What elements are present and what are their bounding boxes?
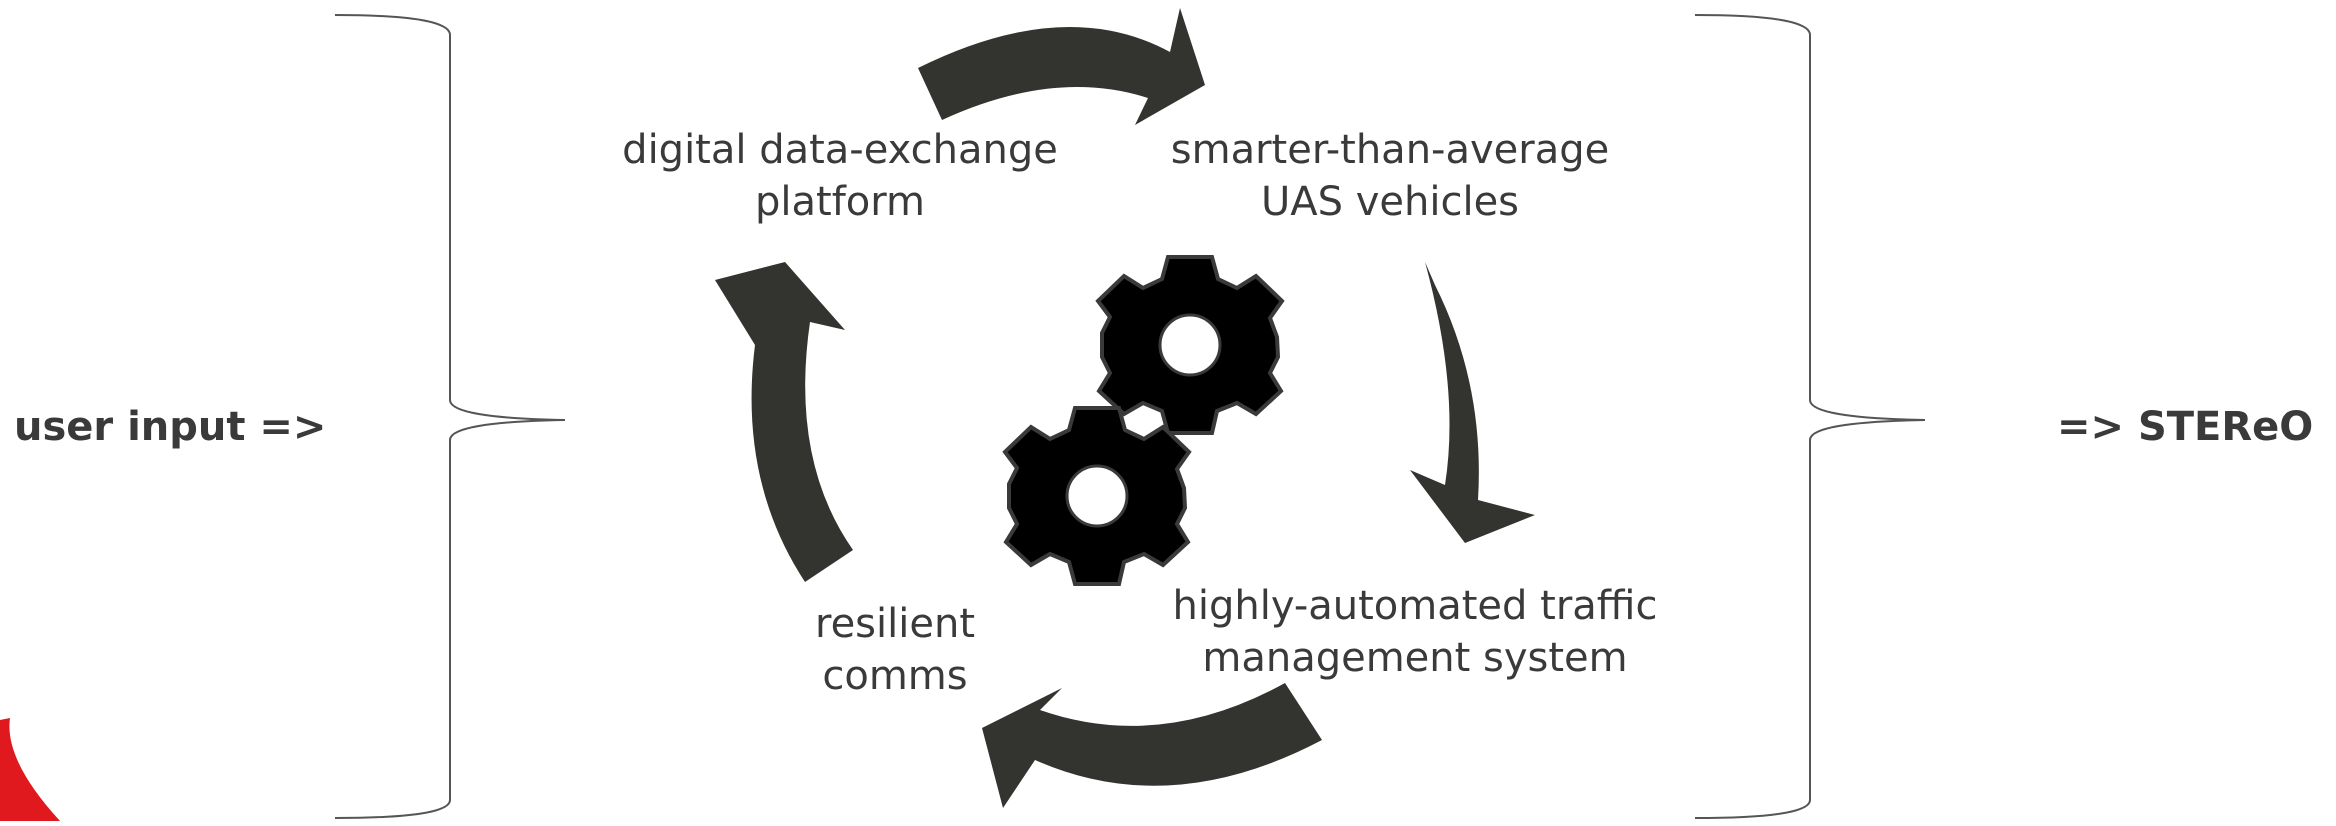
node-line: highly-automated traffic xyxy=(1172,583,1658,629)
arrow-top xyxy=(918,8,1205,125)
output-label-text: => STEReO xyxy=(2057,404,2314,450)
node-line: comms xyxy=(822,653,968,699)
input-label-text: user input => xyxy=(14,404,327,450)
node-label-uas-vehicles: smarter-than-average UAS vehicles xyxy=(1160,124,1620,228)
gear-icon-lower xyxy=(1002,406,1192,586)
node-label-traffic-management: highly-automated traffic management syst… xyxy=(1155,580,1675,684)
node-line: digital data-exchange xyxy=(622,127,1058,173)
node-label-resilient-comms: resilient comms xyxy=(755,598,1035,702)
node-line: smarter-than-average xyxy=(1170,127,1610,173)
node-line: platform xyxy=(755,179,925,225)
arrow-bottom xyxy=(982,683,1322,808)
left-brace xyxy=(334,14,566,819)
node-label-data-exchange: digital data-exchange platform xyxy=(600,124,1080,228)
arrow-right xyxy=(1410,262,1535,543)
logo-fragment xyxy=(0,718,60,821)
output-label: => STEReO xyxy=(2057,402,2313,452)
arrow-left xyxy=(715,262,853,582)
input-label: user input => xyxy=(14,402,326,452)
node-line: UAS vehicles xyxy=(1260,179,1520,225)
gear-icon-upper xyxy=(1095,255,1285,435)
node-line: management system xyxy=(1202,635,1628,681)
right-brace xyxy=(1694,14,1926,819)
node-line: resilient xyxy=(815,601,975,647)
